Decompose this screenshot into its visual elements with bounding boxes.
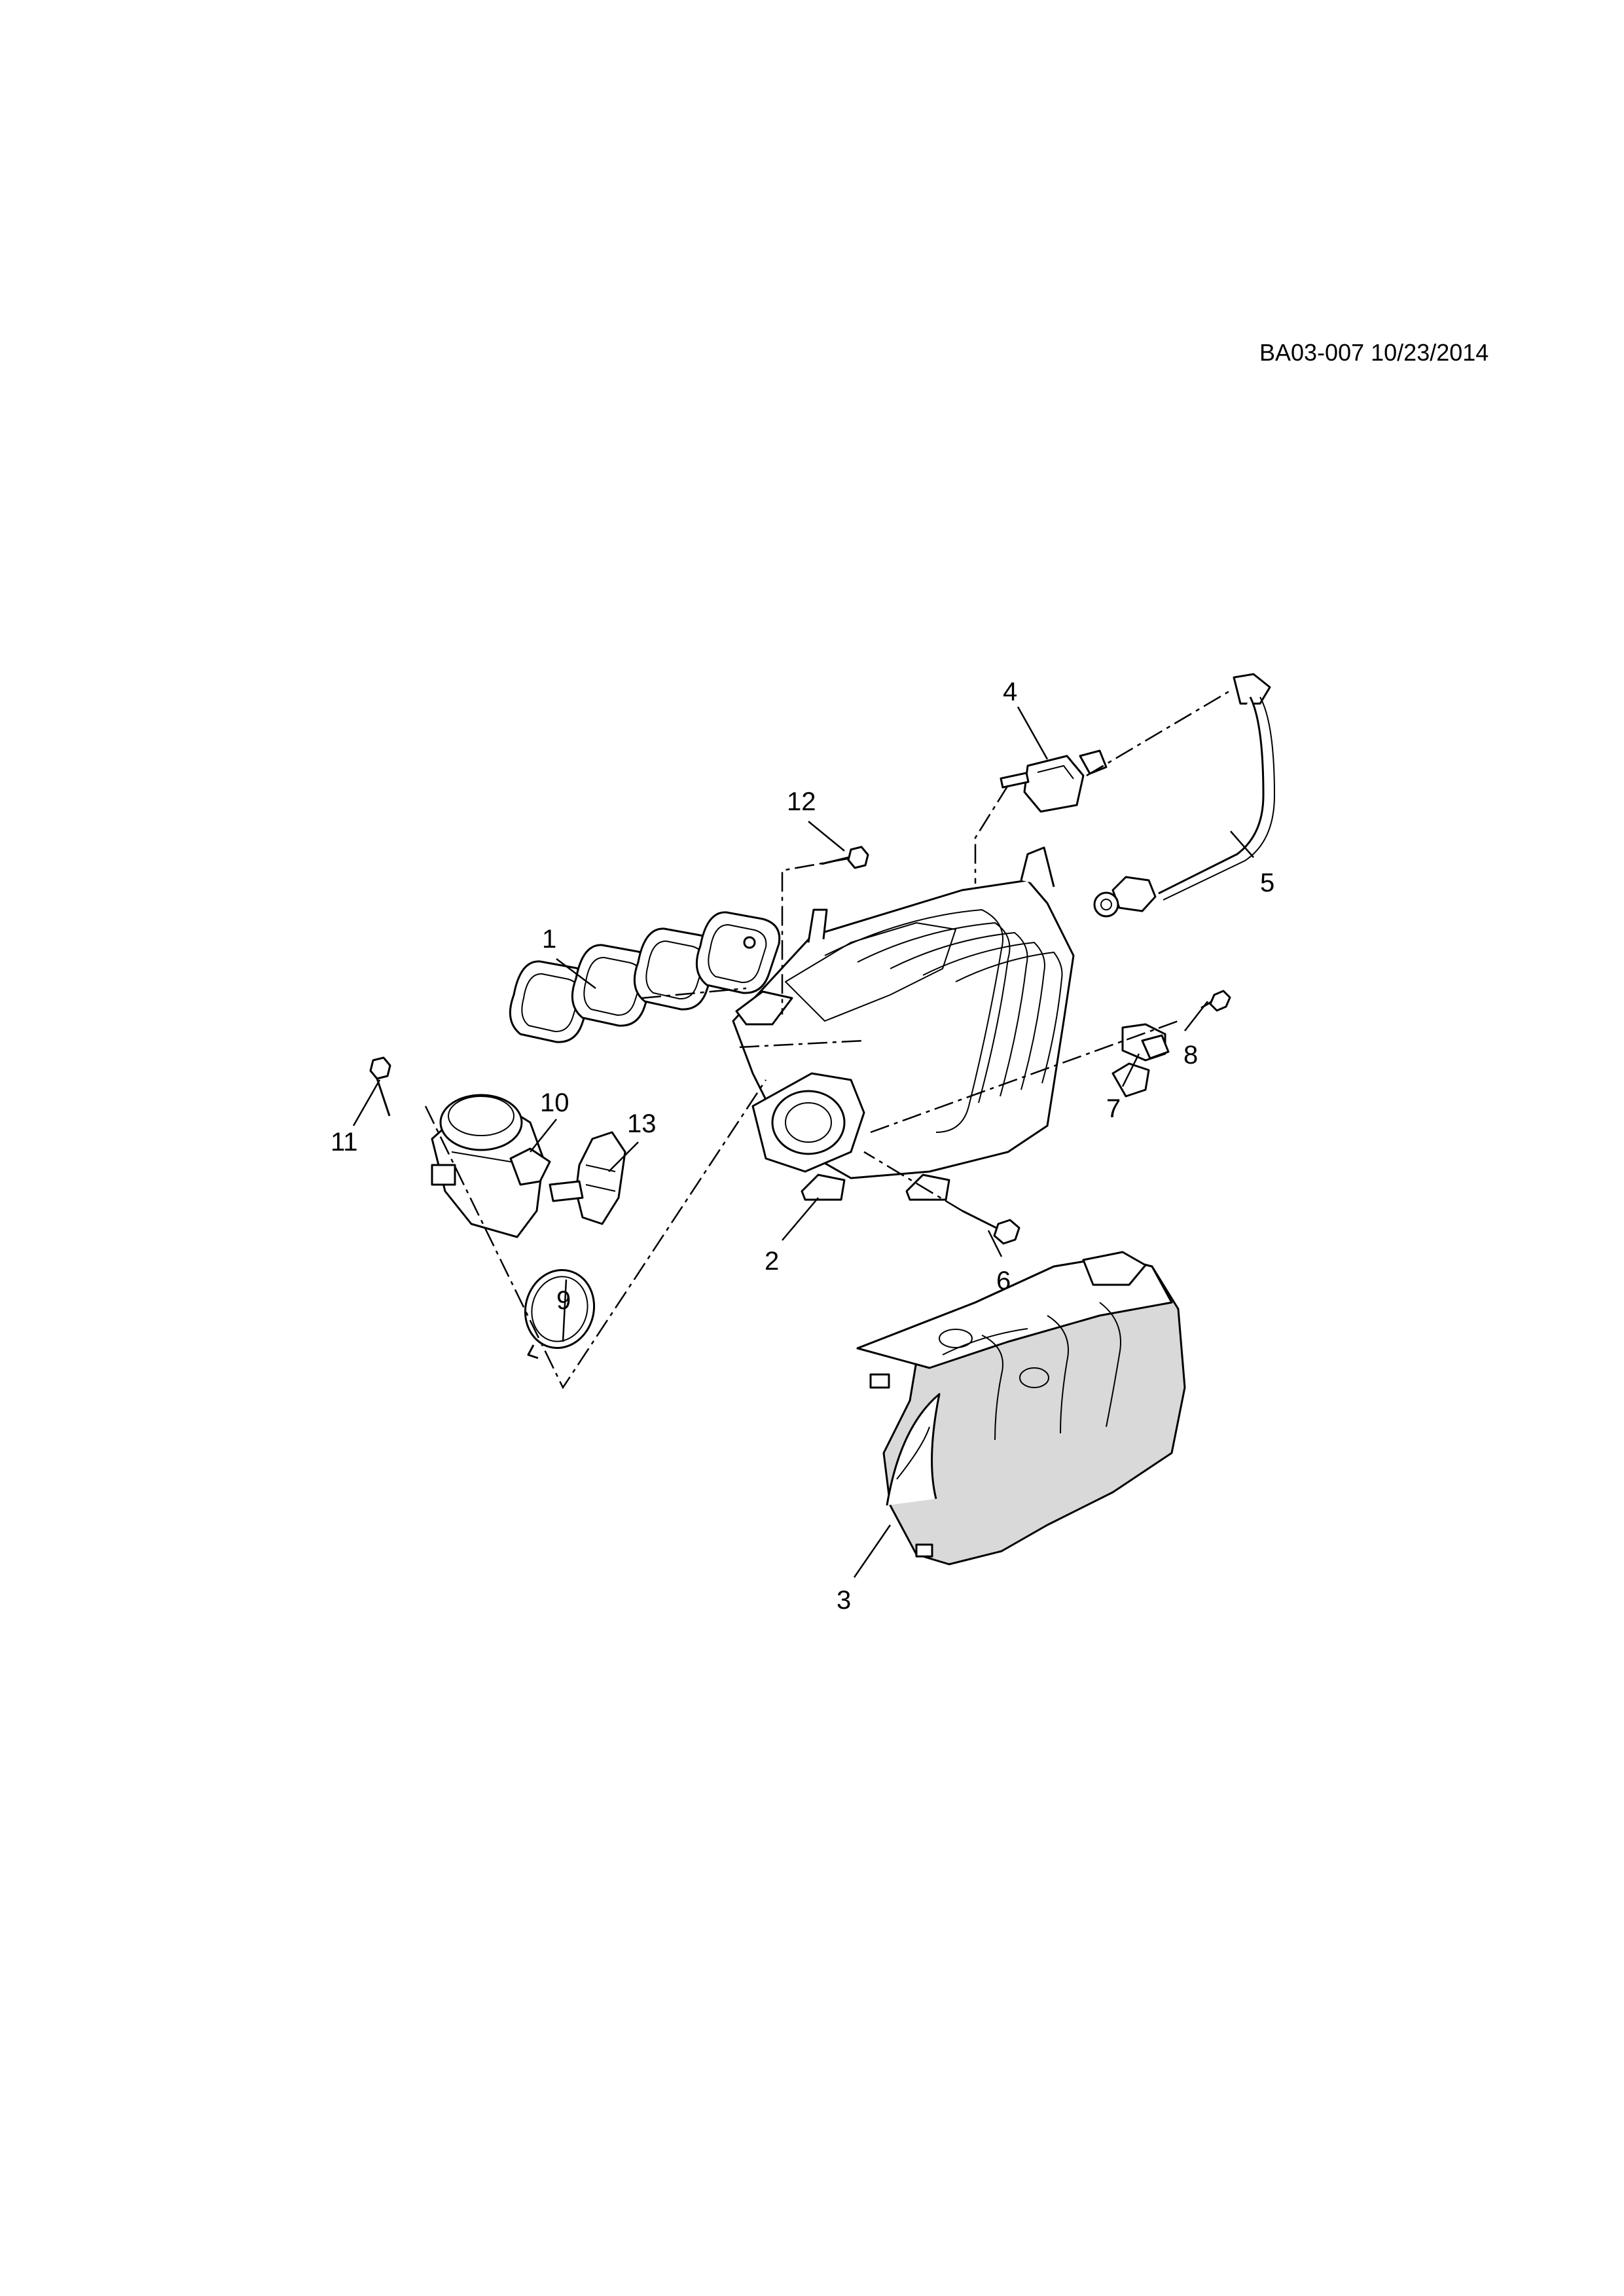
- part-7-sensor: [1121, 1023, 1170, 1062]
- callout-13: 13: [627, 1109, 657, 1138]
- part-8-bolt: [1200, 990, 1231, 1012]
- part-12-bolt: [821, 846, 869, 869]
- part-11-bolt: [369, 1056, 391, 1117]
- callout-3: 3: [837, 1586, 851, 1615]
- callout-10: 10: [540, 1088, 569, 1117]
- callout-5: 5: [1260, 869, 1274, 897]
- callout-2: 2: [765, 1247, 779, 1276]
- callout-labels: 1 2 3 4 5 6 7 8 9 10 11 12 13: [331, 677, 1274, 1615]
- part-9-o-ring: [524, 1269, 596, 1359]
- callout-8: 8: [1183, 1041, 1198, 1069]
- callout-7: 7: [1106, 1094, 1121, 1123]
- callout-11: 11: [331, 1128, 358, 1157]
- part-10-throttle-body: [431, 1094, 551, 1238]
- part-5-vacuum-pipe: [1093, 673, 1275, 918]
- part-2-intake-manifold: [732, 846, 1150, 1201]
- assembly-lines: [424, 689, 1231, 1390]
- callout-12: 12: [787, 787, 816, 816]
- part-3-engine-cover: [856, 1251, 1186, 1566]
- part-13-actuator: [549, 1131, 626, 1225]
- callout-9: 9: [556, 1286, 571, 1315]
- part-6-bolt: [962, 1210, 1020, 1245]
- leader-lines: [352, 706, 1254, 1578]
- callout-6: 6: [996, 1266, 1011, 1295]
- diagram-reference-id: BA03-007 10/23/2014: [1259, 339, 1489, 366]
- callout-1: 1: [542, 925, 556, 954]
- callout-4: 4: [1003, 677, 1017, 706]
- part-4-sensor-valve: [1000, 749, 1108, 813]
- part-1-manifold-gasket: [509, 911, 781, 1043]
